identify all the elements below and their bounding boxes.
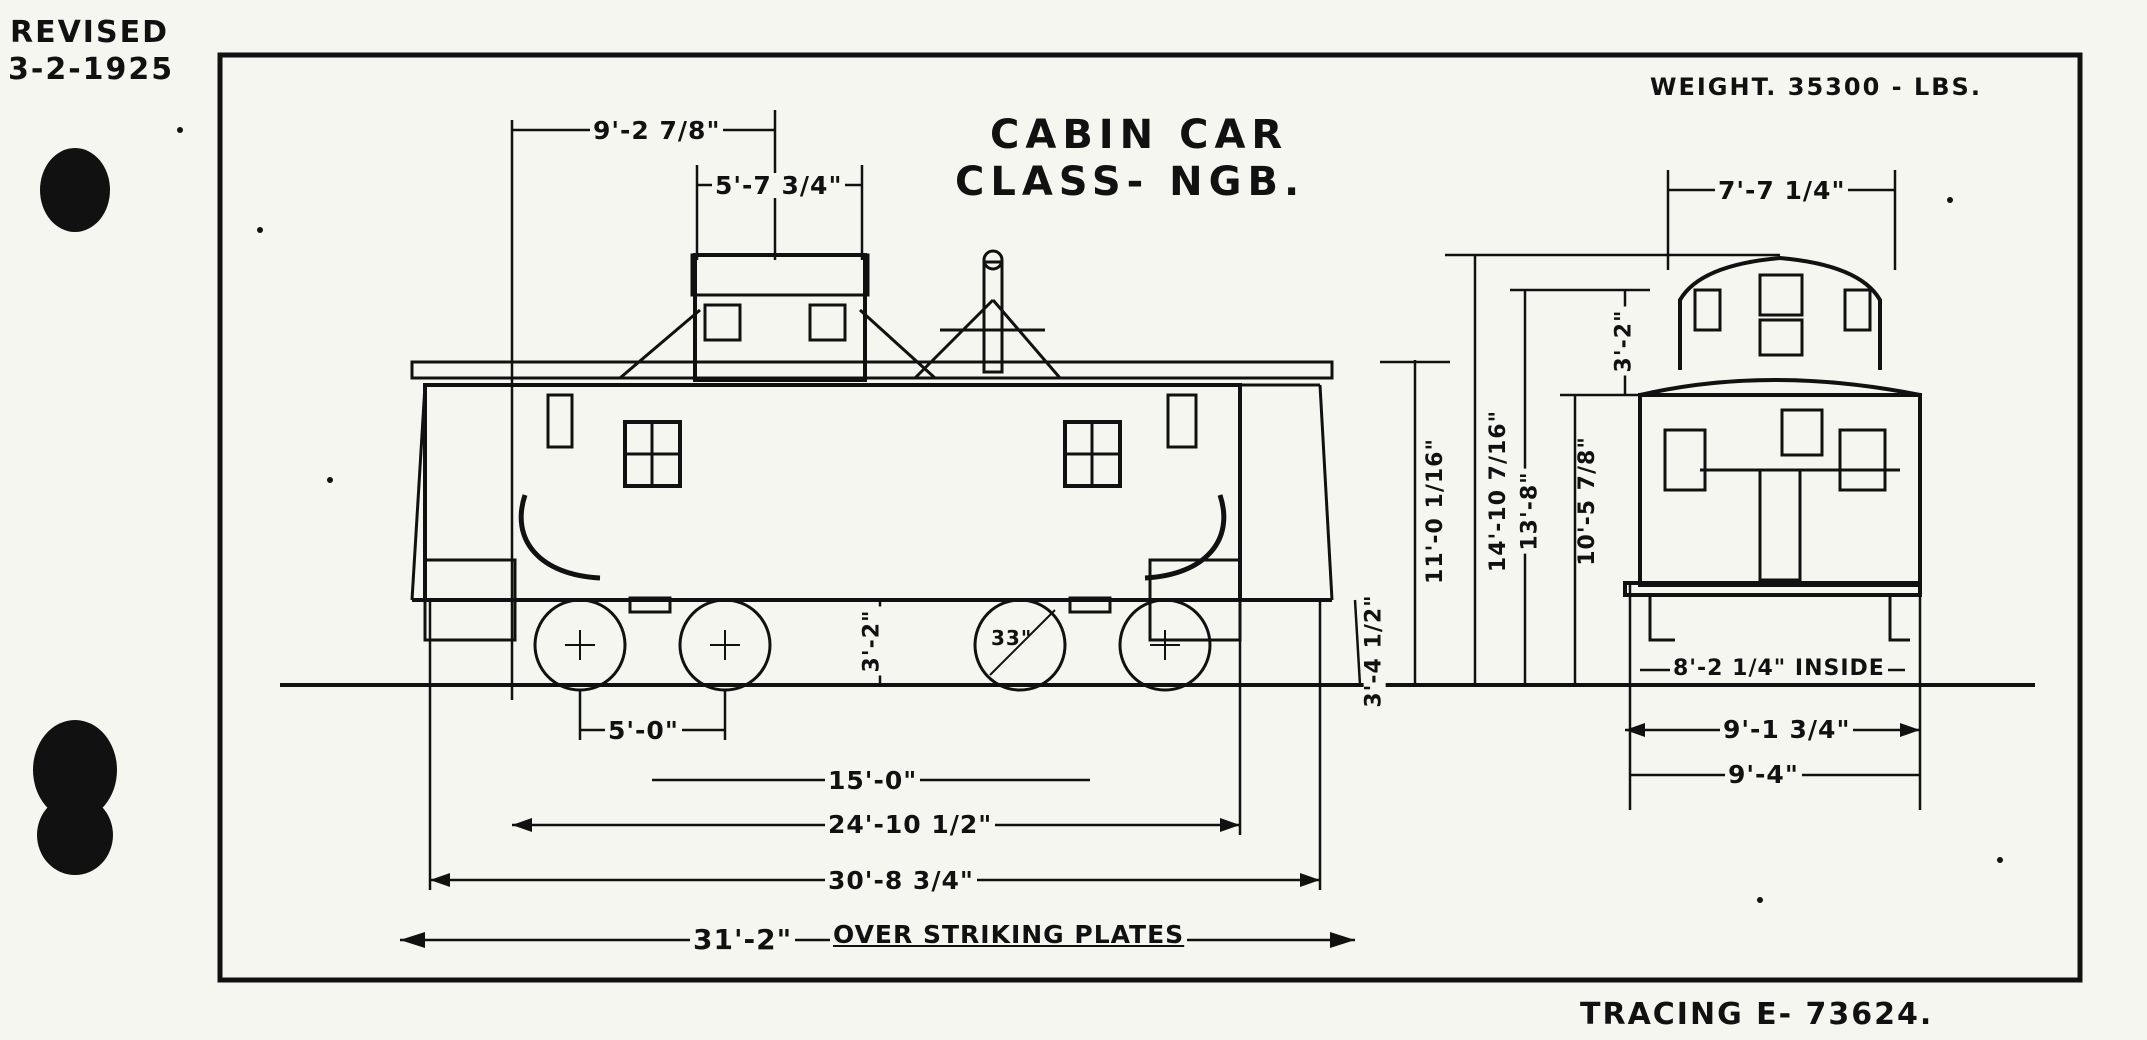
dim-truck-centers: 15'-0" — [825, 768, 921, 793]
dim-wheel-dia: 33" — [991, 626, 1033, 650]
dim-end-roof-height: 10'-5 7/8" — [1575, 433, 1600, 569]
dim-over-end-sills: 30'-8 3/4" — [825, 868, 977, 893]
end-roof — [1639, 378, 1921, 397]
side-elevation — [410, 249, 1334, 692]
dim-end-cupola-rise: 3'-2" — [1611, 306, 1636, 376]
title-line-2: CLASS- NGB. — [955, 159, 1306, 205]
dim-over-sills: 24'-10 1/2" — [825, 812, 996, 837]
dim-over-plates-note: OVER STRIKING PLATES — [830, 922, 1188, 947]
weight-label: WEIGHT. 35300 - LBS. — [1650, 73, 1982, 101]
wheel-3 — [973, 598, 1067, 692]
end-elevation — [1623, 255, 1922, 642]
dim-over-plates: 31'-2" — [690, 926, 796, 954]
tracing-label: TRACING E- 73624. — [1580, 997, 1934, 1032]
drawing-border — [217, 52, 2083, 983]
dim-end-width-a: 9'-1 3/4" — [1720, 717, 1854, 742]
dim-end-cupola-width: 7'-7 1/4" — [1715, 178, 1849, 203]
revised-date: 3-2-1925 — [8, 52, 175, 87]
smoke-jack — [982, 260, 1004, 374]
punch-holes — [33, 127, 2003, 903]
dim-end-eave-height: 13'-8" — [1518, 468, 1543, 554]
end-cupola — [1678, 255, 1882, 370]
dim-end-inside-width: 8'-2 1/4" INSIDE — [1670, 658, 1888, 680]
dim-cupola-width: 5'-7 3/4" — [712, 173, 846, 198]
dim-sill-height: 3'-2" — [859, 606, 884, 676]
dim-coupler-height: 3'-4 1/2" — [1362, 591, 1387, 711]
revised-label: REVISED — [10, 15, 169, 50]
title-line-1: CABIN CAR — [990, 112, 1289, 158]
wheel-4 — [1118, 598, 1212, 692]
dim-end-width-b: 9'-4" — [1725, 762, 1802, 787]
roof-walk — [410, 360, 1334, 380]
dim-cupola-offset: 9'-2 7/8" — [590, 118, 724, 143]
dim-wheel-base: 5'-0" — [605, 718, 682, 743]
end-door — [1758, 468, 1802, 582]
dim-roof-height: 11'-0 1/16" — [1423, 435, 1448, 587]
dim-end-overall-height: 14'-10 7/16" — [1486, 406, 1511, 576]
dimension-arrows — [400, 723, 1920, 948]
